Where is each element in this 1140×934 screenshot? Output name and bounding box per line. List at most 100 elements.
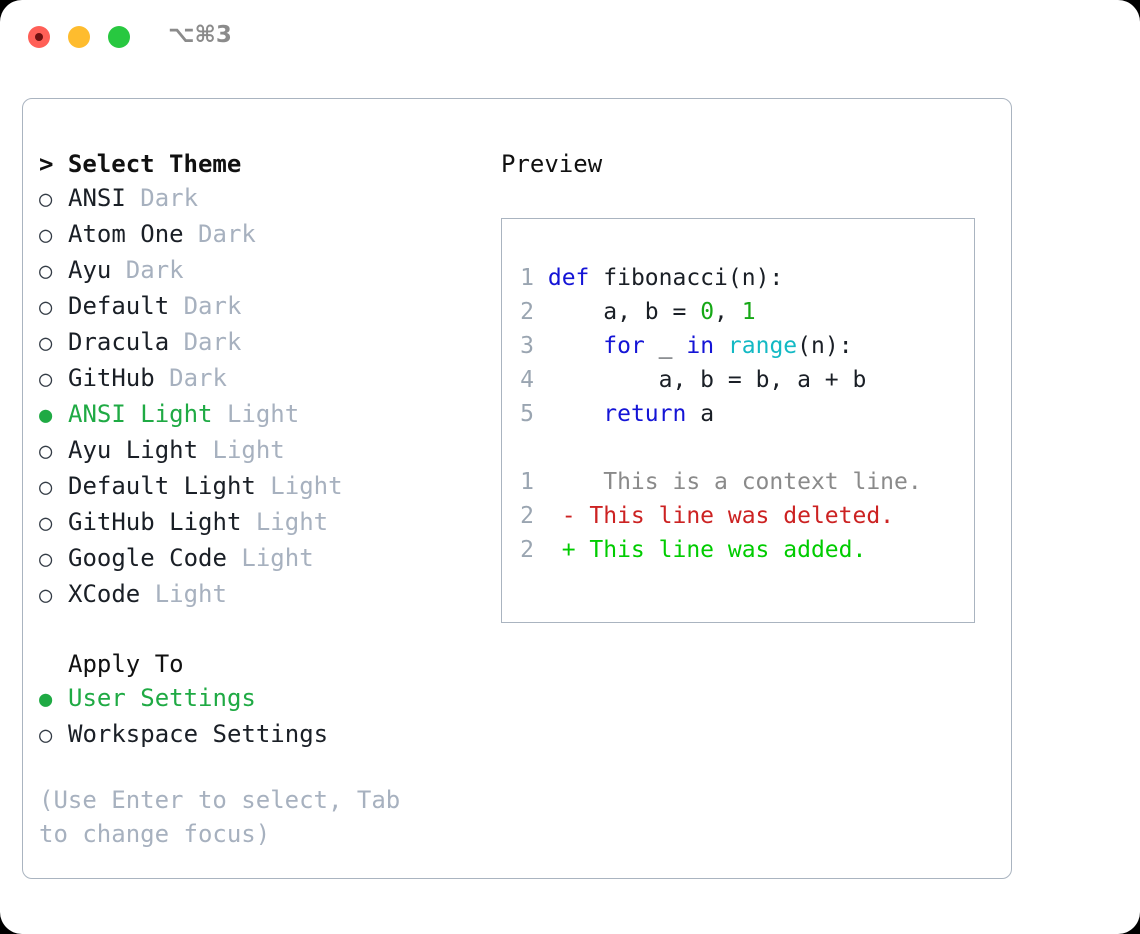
- line-number: 2: [520, 537, 534, 563]
- keyboard-hint: (Use Enter to select, Tab to change focu…: [39, 786, 401, 848]
- theme-option-5[interactable]: ○ GitHub Dark: [39, 361, 479, 397]
- radio-selected-icon: ●: [39, 687, 53, 712]
- radio-unselected-icon: ○: [39, 331, 53, 356]
- section-spacer: [39, 613, 479, 647]
- theme-option-label: XCode: [68, 580, 141, 608]
- theme-option-10[interactable]: ○ Google Code Light: [39, 541, 479, 577]
- theme-option-tag: Dark: [125, 184, 199, 212]
- line-number: 2: [520, 503, 534, 529]
- code-token: a: [686, 401, 715, 427]
- close-button[interactable]: [28, 26, 50, 48]
- radio-unselected-icon: ○: [39, 367, 53, 392]
- theme-option-label: ANSI: [68, 184, 126, 212]
- theme-option-6[interactable]: ● ANSI Light Light: [39, 397, 479, 433]
- radio-unselected-icon: ○: [39, 259, 53, 284]
- line-number: 4: [520, 367, 534, 393]
- radio-unselected-icon: ○: [39, 187, 53, 212]
- apply-to-option-label: Workspace Settings: [68, 720, 329, 748]
- code-token: [548, 401, 603, 427]
- theme-option-3[interactable]: ○ Default Dark: [39, 289, 479, 325]
- code-diff-gap: [512, 431, 974, 465]
- theme-option-tag: Light: [140, 580, 227, 608]
- diff-text: + This line was added.: [534, 537, 867, 563]
- diff-line: 2 + This line was added.: [512, 533, 974, 567]
- theme-option-label: Dracula: [68, 328, 170, 356]
- code-line: 3 for _ in range(n):: [512, 329, 974, 363]
- theme-option-tag: Light: [212, 400, 300, 428]
- apply-to-list[interactable]: ● User Settings ○ Workspace Settings: [39, 681, 479, 753]
- apply-to-option-label: User Settings: [68, 684, 256, 712]
- preview-heading: Preview: [501, 150, 603, 178]
- radio-unselected-icon: ○: [39, 547, 53, 572]
- theme-option-label: ANSI Light: [68, 400, 213, 428]
- code-token: for: [603, 333, 645, 359]
- theme-option-label: Google Code: [68, 544, 227, 572]
- theme-option-0[interactable]: ○ ANSI Dark: [39, 181, 479, 217]
- theme-option-tag: Light: [255, 472, 343, 500]
- line-number: 3: [520, 333, 534, 359]
- minimize-button[interactable]: [68, 26, 90, 48]
- code-token: (n):: [797, 333, 853, 359]
- radio-selected-icon: ●: [39, 403, 53, 428]
- code-line: 2 a, b = 0, 1: [512, 295, 974, 329]
- preview-panel: Preview 1 def fibonacci(n):2 a, b = 0, 1…: [501, 147, 991, 623]
- dialog-card: > Select Theme ○ANSI Dark○Atom One Dark○…: [22, 98, 1012, 879]
- theme-option-label: GitHub Light: [68, 508, 242, 536]
- theme-option-tag: Dark: [154, 364, 227, 392]
- code-token: range: [727, 333, 798, 359]
- theme-list-heading: > Select Theme: [39, 150, 242, 178]
- radio-unselected-icon: ○: [39, 511, 53, 536]
- theme-option-1[interactable]: ○Atom One Dark: [39, 217, 479, 253]
- theme-option-tag: Dark: [169, 292, 242, 320]
- maximize-button[interactable]: [108, 26, 130, 48]
- code-line: 1 def fibonacci(n):: [512, 261, 974, 295]
- code-token: def: [547, 265, 604, 291]
- title-bar: ⌥⌘3: [0, 0, 1140, 76]
- apply-to-option-0[interactable]: ● User Settings: [39, 681, 479, 717]
- theme-option-tag: Dark: [111, 256, 184, 284]
- theme-option-8[interactable]: ○Default Light Light: [39, 469, 479, 505]
- theme-selection-panel: > Select Theme ○ANSI Dark○Atom One Dark○…: [39, 147, 479, 851]
- code-token: a, b =: [547, 299, 701, 325]
- theme-list[interactable]: ○ANSI Dark○Atom One Dark○Ayu Dark○Defaul…: [39, 181, 479, 613]
- theme-option-label: Ayu: [68, 256, 112, 284]
- code-token: ,: [714, 299, 742, 325]
- theme-option-label: Ayu Light: [68, 436, 199, 464]
- line-number: 2: [520, 299, 534, 325]
- code-token: return: [603, 401, 687, 427]
- code-token: [714, 333, 728, 359]
- diff-text: This is a context line.: [534, 469, 922, 495]
- apply-to-heading: Apply To: [68, 650, 184, 678]
- code-token: _: [644, 333, 687, 359]
- code-line: 5 return a: [512, 397, 974, 431]
- theme-option-tag: Light: [198, 436, 285, 464]
- theme-option-9[interactable]: ○ GitHub Light Light: [39, 505, 479, 541]
- theme-option-4[interactable]: ○Dracula Dark: [39, 325, 479, 361]
- theme-option-11[interactable]: ○ XCode Light: [39, 577, 479, 613]
- code-token: fibonacci(n):: [603, 265, 784, 291]
- theme-option-label: GitHub: [68, 364, 155, 392]
- radio-unselected-icon: ○: [39, 583, 53, 608]
- theme-option-2[interactable]: ○ Ayu Dark: [39, 253, 479, 289]
- radio-unselected-icon: ○: [39, 439, 53, 464]
- radio-unselected-icon: ○: [39, 723, 53, 748]
- code-token: a, b = b, a + b: [547, 367, 867, 393]
- line-number: 1: [520, 469, 534, 495]
- code-token: in: [686, 333, 715, 359]
- code-line: 4 a, b = b, a + b: [512, 363, 974, 397]
- theme-option-label: Default Light: [68, 472, 256, 500]
- code-token: 0: [700, 299, 715, 325]
- diff-sample: 1 This is a context line.2 - This line w…: [512, 465, 974, 567]
- keyboard-shortcut-label: ⌥⌘3: [168, 22, 232, 48]
- code-token: [548, 333, 603, 359]
- theme-option-label: Atom One: [68, 220, 184, 248]
- theme-option-label: Default: [68, 292, 170, 320]
- radio-unselected-icon: ○: [39, 295, 53, 320]
- theme-option-tag: Light: [226, 544, 314, 572]
- apply-to-option-1[interactable]: ○ Workspace Settings: [39, 717, 479, 753]
- theme-option-7[interactable]: ○ Ayu Light Light: [39, 433, 479, 469]
- theme-option-tag: Light: [241, 508, 329, 536]
